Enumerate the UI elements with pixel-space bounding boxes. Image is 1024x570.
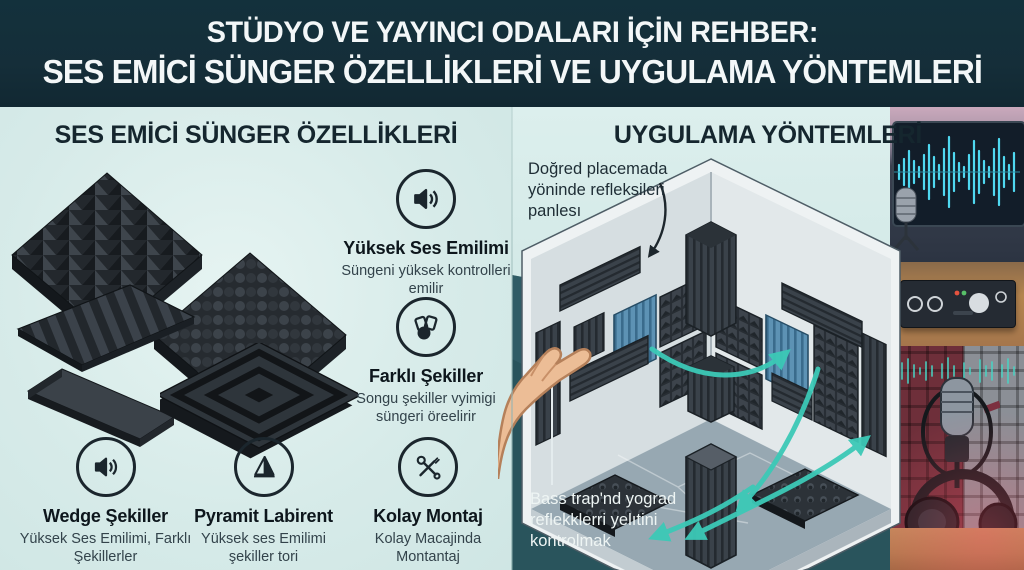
room-diagram — [521, 158, 901, 570]
studio-microphone-photo — [890, 346, 1024, 570]
feature-desc: Kolay Macajinda Montantaj — [374, 531, 482, 566]
corner-bass-traps — [685, 221, 737, 423]
header-banner: STÜDYO VE YAYINCI ODALARI İÇİN REHBER: S… — [0, 0, 1024, 110]
tools-icon — [398, 437, 458, 497]
microphone-silhouette-icon — [892, 187, 920, 251]
monitor-screen — [892, 121, 1024, 227]
speaker-icon — [75, 437, 136, 497]
feature-wedge-shapes: Wedge Şekiller Yüksek Ses Emilimi, Farkl… — [18, 437, 193, 566]
feature-desc: Yüksek Ses Emilimi, Farklı Şekillerler — [19, 531, 192, 566]
feature-title: Yüksek Ses Emilimi — [343, 238, 509, 258]
labyrinth-foam-image — [160, 343, 358, 459]
ramp-foam-image — [26, 368, 176, 447]
reflection-arrows — [648, 346, 871, 542]
feature-desc: Yüksek ses Emilimi şekiller tori — [201, 531, 326, 566]
pink-light-glow — [890, 346, 1024, 570]
speaker-icon — [396, 169, 456, 229]
feature-title: Wedge Şekiller — [43, 506, 168, 526]
pyramid-icon — [233, 437, 294, 497]
feature-title: Kolay Montaj — [373, 506, 483, 526]
hand-illustration — [498, 347, 592, 479]
audio-interface-device — [900, 280, 1016, 328]
wedge-strip-foam-image — [16, 284, 196, 372]
header-line-1: STÜDYO VE YAYINCI ODALARI İÇİN REHBER: — [206, 16, 818, 49]
left-section-title: SES EMİCİ SÜNGER ÖZELLİKLERİ — [54, 121, 458, 149]
header-line-2: SES EMİCİ SÜNGER ÖZELLİKLERİ VE UYGULAMA… — [42, 53, 982, 90]
feature-desc: Songu şekiller vyimigi süngeri öreelirir — [356, 391, 496, 426]
feature-high-absorption: Yüksek Ses Emilimi Süngeni yüksek kontro… — [340, 169, 512, 298]
right-section-title: UYGULAMA YÖNTEMLERİ — [613, 121, 923, 149]
annotation-top: Doğred placemada yöninde refleksileri pa… — [528, 160, 668, 221]
feature-desc: Süngeni yüksek kontrolleri emilir — [341, 263, 511, 298]
desk-surface — [890, 528, 1024, 570]
feature-different-shapes: Farklı Şekiller Songu şekiller vyimigi s… — [340, 297, 512, 426]
annotation-bottom: Bass trap'nd yograd reflekklerri yelıtin… — [530, 490, 677, 551]
feature-title: Pyramit Labirent — [194, 506, 333, 526]
section-application-methods: UYGULAMA YÖNTEMLERİ — [498, 107, 1024, 570]
feature-pyramid-labyrinth: Pyramit Labirent Yüksek ses Emilimi şeki… — [182, 437, 345, 566]
section-foam-features: SES EMİCİ SÜNGER ÖZELLİKLERİ — [0, 107, 512, 570]
floor-bass-trap-column — [684, 443, 738, 569]
shapes-icon — [396, 297, 456, 357]
waveform-monitor-photo — [890, 107, 1024, 262]
feature-title: Farklı Şekiller — [368, 366, 484, 386]
annotation-arrow — [647, 182, 667, 258]
feature-easy-mount: Kolay Montaj Kolay Macajinda Montantaj — [348, 437, 508, 566]
audio-interface-photo — [890, 262, 1024, 346]
column-divider — [511, 107, 513, 570]
